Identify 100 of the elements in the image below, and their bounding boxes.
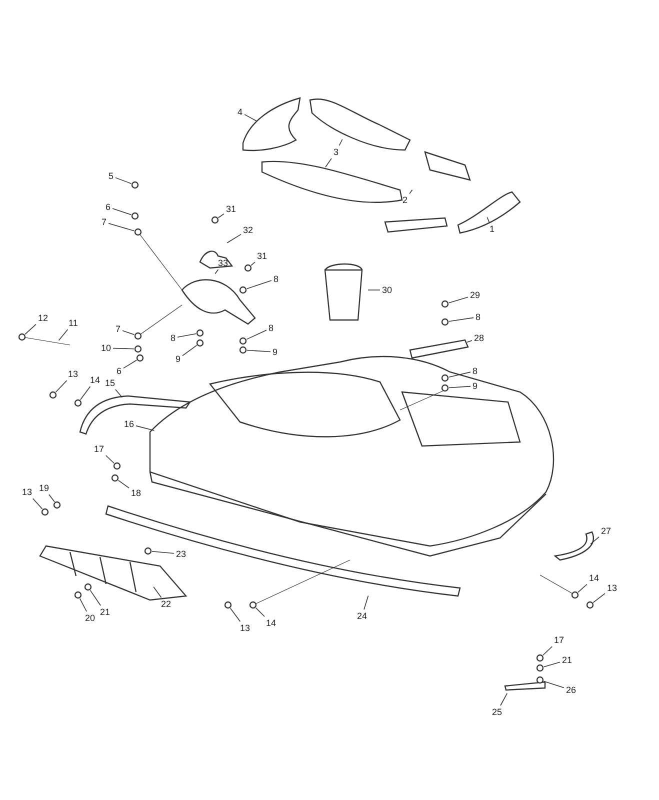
leader-line bbox=[409, 189, 413, 194]
fastener-icon bbox=[441, 374, 449, 382]
fastener-icon bbox=[74, 591, 82, 599]
callout-number: 1 bbox=[488, 224, 496, 234]
fastener-icon bbox=[131, 212, 139, 220]
fastener-icon bbox=[536, 654, 544, 662]
callout-number: 21 bbox=[99, 606, 112, 618]
leader-line bbox=[105, 455, 114, 464]
leader-line bbox=[79, 598, 87, 612]
callout-number: 25 bbox=[491, 706, 504, 718]
leader-line bbox=[182, 344, 198, 356]
leader-line bbox=[246, 350, 271, 352]
fastener-icon bbox=[211, 216, 219, 224]
fastener-icon bbox=[249, 601, 257, 609]
leader-line bbox=[448, 296, 468, 304]
callout-number: 13 bbox=[21, 486, 34, 498]
leader-line bbox=[48, 494, 55, 502]
leader-line bbox=[177, 333, 196, 338]
callout-number: 9 bbox=[174, 354, 182, 364]
fastener-icon bbox=[134, 332, 142, 340]
leader-line bbox=[244, 114, 258, 122]
leader-line bbox=[108, 222, 135, 232]
leader-line bbox=[325, 158, 332, 168]
leader-line bbox=[55, 380, 68, 392]
callout-number: 23 bbox=[175, 548, 188, 560]
fastener-icon bbox=[536, 676, 544, 684]
leader-line bbox=[112, 348, 134, 350]
callout-number: 13 bbox=[239, 622, 252, 634]
callout-number: 31 bbox=[256, 250, 268, 262]
fastener-icon bbox=[136, 354, 144, 362]
callout-number: 13 bbox=[606, 582, 618, 594]
callout-number: 9 bbox=[272, 346, 279, 358]
callout-number: 9 bbox=[472, 380, 479, 392]
callout-number: 6 bbox=[104, 202, 112, 212]
leader-line bbox=[136, 425, 155, 431]
callout-number: 14 bbox=[588, 572, 600, 584]
leader-line bbox=[466, 340, 472, 343]
leader-line bbox=[112, 208, 132, 216]
callout-number: 27 bbox=[600, 526, 612, 536]
leader-line bbox=[338, 138, 343, 146]
leader-line bbox=[543, 680, 564, 688]
leader-line bbox=[250, 262, 256, 266]
fastener-icon bbox=[536, 664, 544, 672]
leader-line bbox=[153, 586, 162, 598]
leader-line bbox=[448, 317, 474, 322]
leader-line bbox=[90, 590, 101, 606]
leader-line bbox=[115, 177, 132, 184]
callout-number: 7 bbox=[100, 216, 108, 228]
leader-line bbox=[118, 480, 130, 488]
callout-number: 17 bbox=[93, 444, 106, 454]
fastener-icon bbox=[131, 181, 139, 189]
callout-number: 7 bbox=[114, 324, 122, 334]
fastener-icon bbox=[84, 583, 92, 591]
leader-line bbox=[123, 360, 137, 369]
fastener-icon bbox=[441, 300, 449, 308]
fastener-icon bbox=[441, 318, 449, 326]
fastener-icon bbox=[18, 333, 26, 341]
fastener-icon bbox=[244, 264, 252, 272]
leader-line bbox=[364, 595, 369, 610]
leader-line bbox=[80, 386, 91, 400]
callout-number: 29 bbox=[469, 290, 482, 300]
callout-number: 21 bbox=[561, 654, 574, 666]
leader-line bbox=[543, 662, 560, 668]
leader-line bbox=[448, 372, 471, 378]
callout-number: 5 bbox=[108, 170, 115, 182]
callout-number: 3 bbox=[332, 146, 340, 158]
fastener-icon bbox=[134, 345, 142, 353]
leader-line bbox=[152, 550, 174, 554]
fastener-icon bbox=[74, 399, 82, 407]
leader-line bbox=[590, 536, 600, 545]
leader-line bbox=[58, 329, 68, 341]
fastener-icon bbox=[134, 228, 142, 236]
leader-line bbox=[115, 389, 123, 398]
callout-number: 15 bbox=[104, 378, 116, 388]
callout-number: 14 bbox=[265, 618, 278, 628]
callout-number: 6 bbox=[116, 366, 123, 376]
leader-line bbox=[500, 692, 508, 706]
fastener-icon bbox=[586, 601, 594, 609]
leader-line bbox=[486, 216, 490, 223]
callout-number: 26 bbox=[565, 684, 578, 696]
leader-line bbox=[578, 584, 588, 593]
fastener-icon bbox=[224, 601, 232, 609]
callout-number: 17 bbox=[553, 634, 566, 646]
leader-line bbox=[255, 607, 265, 617]
callout-number: 8 bbox=[472, 366, 479, 376]
leader-line bbox=[230, 608, 241, 622]
callout-number: 8 bbox=[272, 274, 280, 284]
leader-line bbox=[122, 330, 135, 336]
fastener-icon bbox=[196, 339, 204, 347]
callout-number: 19 bbox=[38, 482, 50, 494]
fastener-icon bbox=[113, 462, 121, 470]
callout-number: 4 bbox=[236, 106, 244, 118]
callout-number: 8 bbox=[268, 322, 275, 334]
callout-number: 14 bbox=[89, 374, 102, 386]
fastener-icon bbox=[239, 286, 247, 294]
callout-number: 31 bbox=[225, 204, 238, 214]
callout-number: 20 bbox=[84, 612, 96, 624]
leader-line bbox=[592, 593, 606, 603]
leader-line bbox=[542, 646, 553, 656]
fastener-icon bbox=[441, 384, 449, 392]
